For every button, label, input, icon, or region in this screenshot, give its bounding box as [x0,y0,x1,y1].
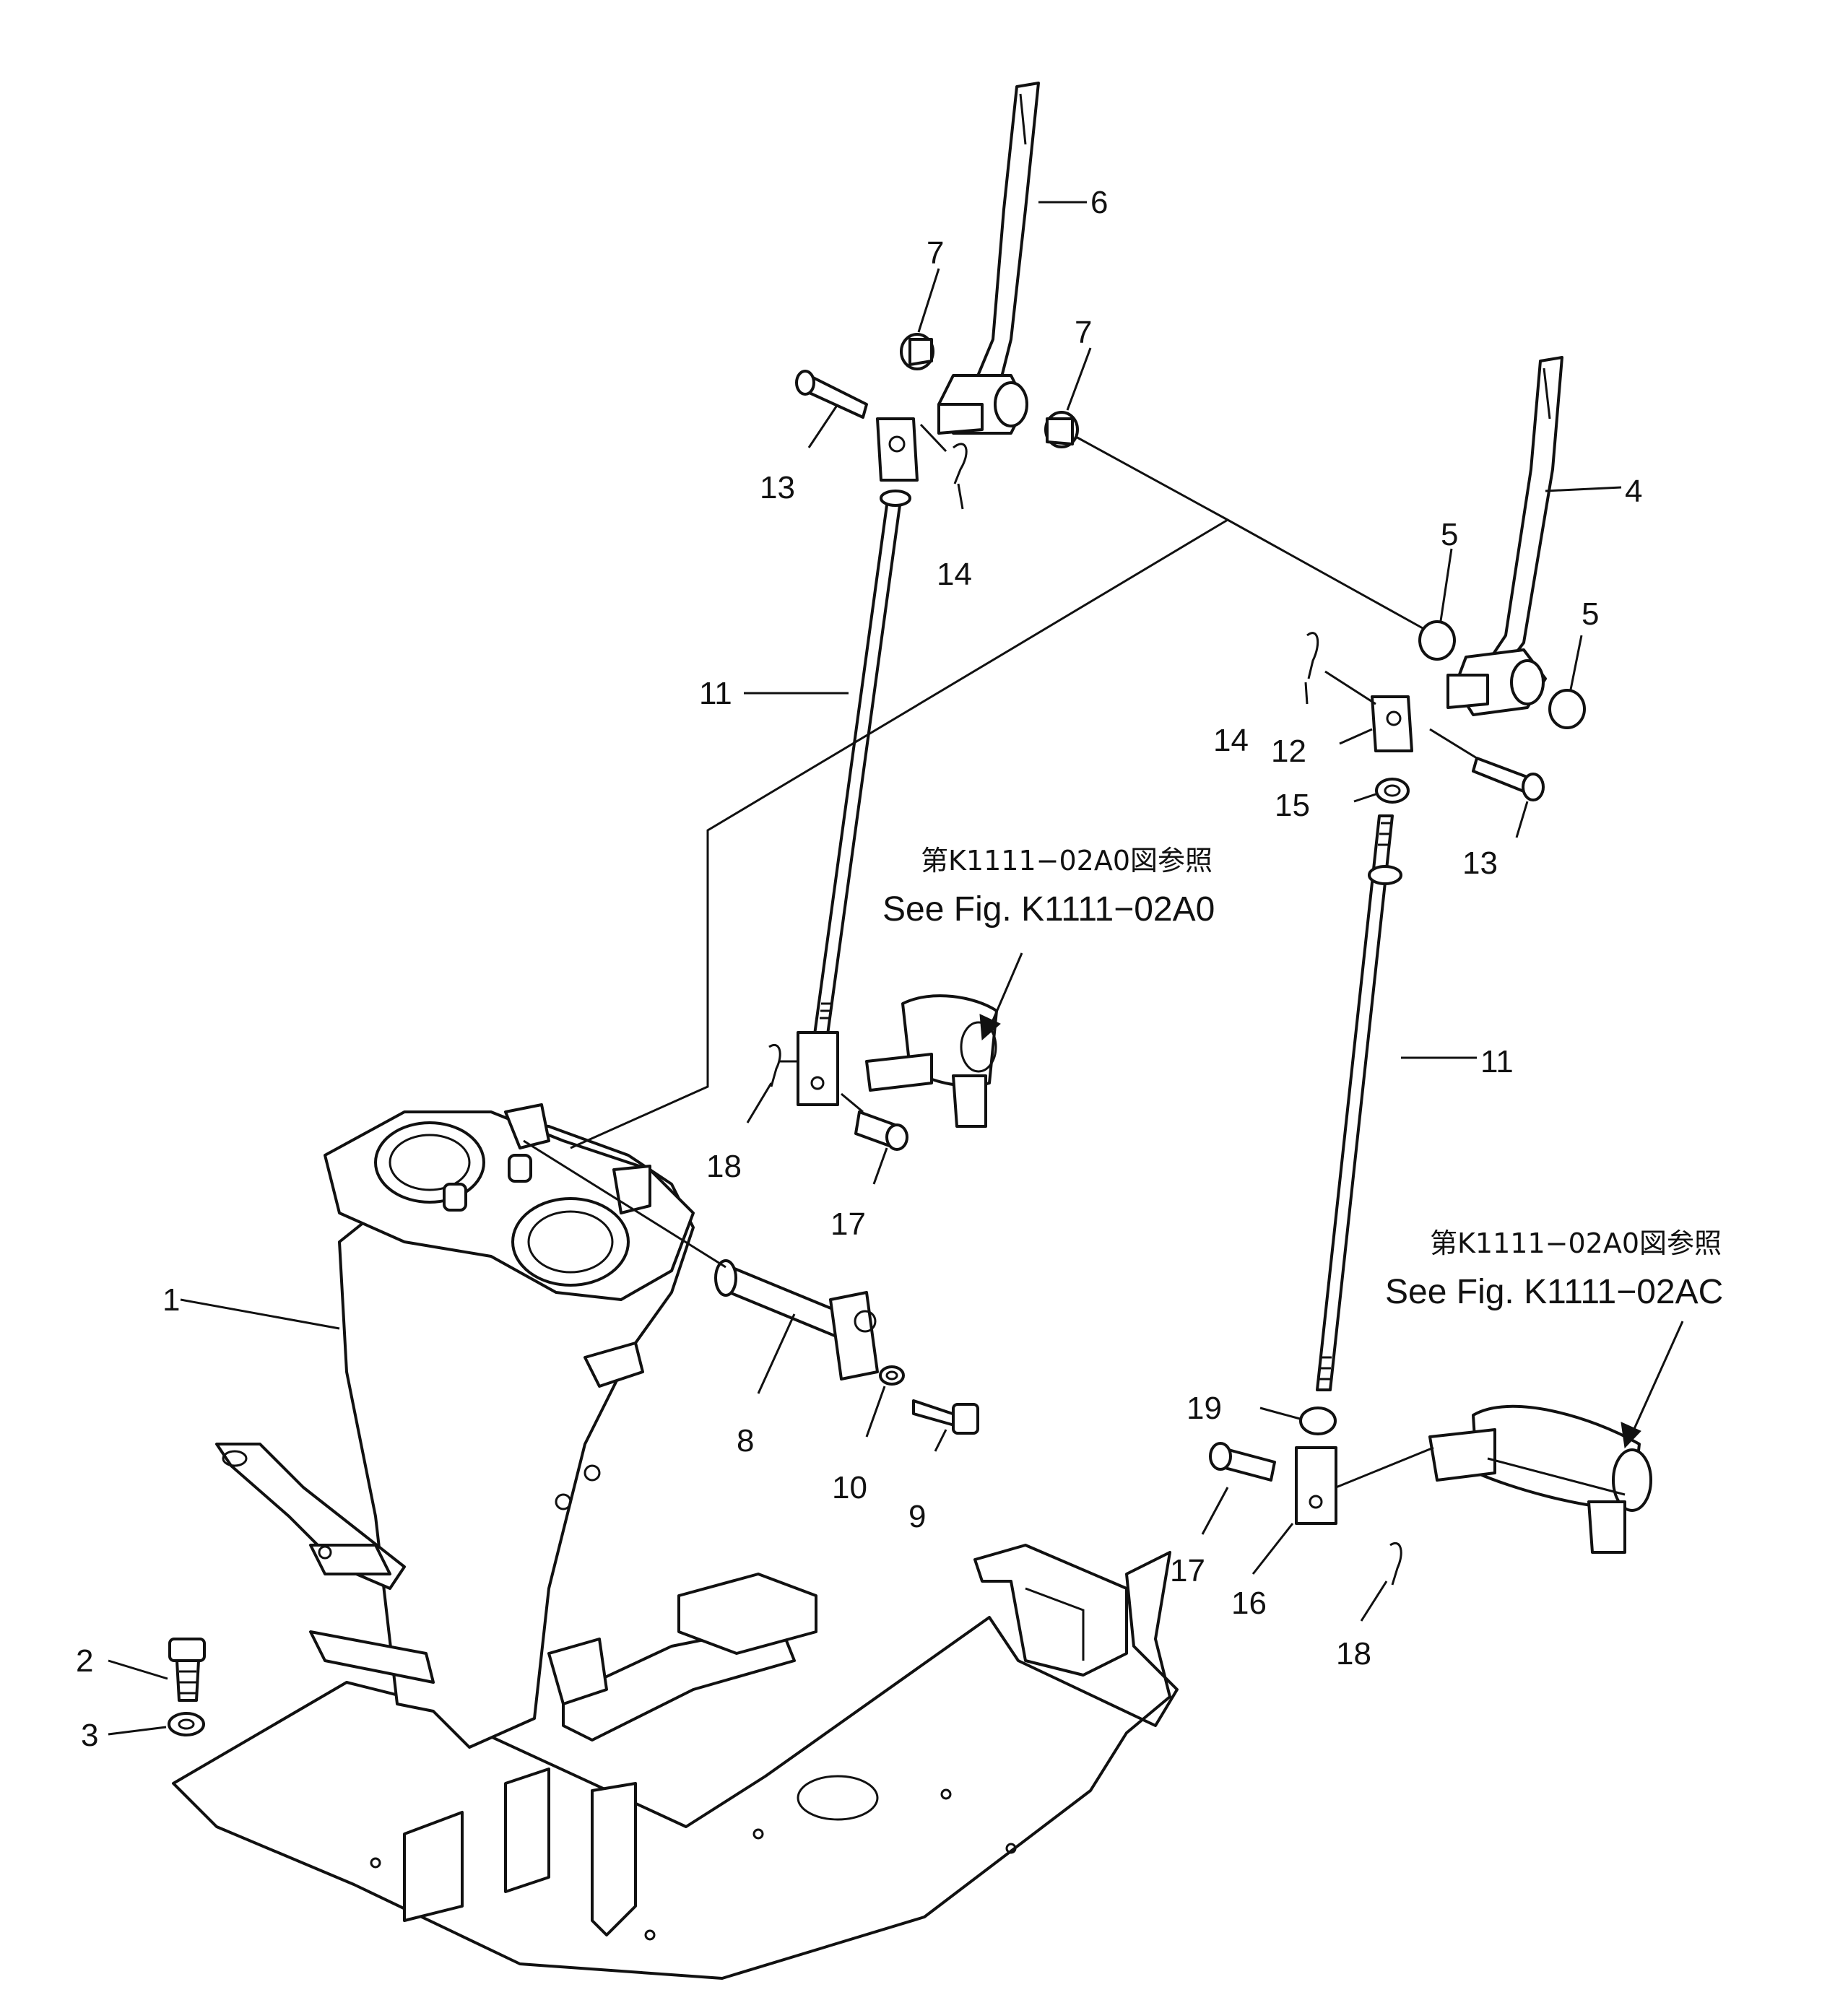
callout-13a: 13 [760,470,795,505]
callout-17a: 17 [830,1206,866,1242]
callout-2: 2 [76,1643,93,1679]
callout-16: 16 [1231,1586,1267,1621]
callout-15: 15 [1275,788,1310,823]
callout-19: 19 [1187,1391,1222,1426]
callout-5b: 5 [1582,596,1599,632]
reference-2-ja: 第K1111−02A0図参照 [1430,1227,1722,1259]
callout-11a: 11 [699,676,732,711]
pin-13a [795,370,868,419]
bushing-5b [1548,689,1586,729]
callout-7b: 7 [1075,315,1092,350]
callout-numbers: 6 7 7 13 14 11 4 5 5 14 12 15 13 11 18 1… [76,185,1642,1753]
callout-4: 4 [1625,474,1642,509]
reference-1-ja: 第K1111−02A0図参照 [921,845,1213,877]
lever-6 [937,82,1040,435]
callout-7a: 7 [927,235,944,271]
callout-9: 9 [908,1499,926,1534]
callout-8: 8 [737,1423,754,1458]
cotter-18b [1389,1542,1402,1586]
lever-4 [1446,356,1563,716]
nut-15 [1375,778,1410,804]
reference-notes: 第K1111−02A0図参照 See Fig. K1111−02A0 第K111… [882,845,1723,1311]
ref-arrow-2 [1621,1321,1684,1449]
rod-11a [812,490,911,1041]
bushing-5a [1418,620,1456,661]
base-plate [172,1544,1179,1980]
callout-3: 3 [81,1718,98,1753]
assembly-lines [523,423,1626,1496]
callout-5a: 5 [1441,517,1458,552]
pivot-shaft [714,1259,879,1381]
callout-18a: 18 [706,1149,742,1184]
callout-14b: 14 [1213,723,1249,758]
cotter-14a [953,443,968,484]
reference-2-en: See Fig. K1111−02AC [1385,1273,1723,1311]
pin-17a [854,1110,908,1151]
clevis-16b [1295,1446,1337,1525]
control-stand [215,1103,695,1749]
callout-1: 1 [162,1282,180,1318]
callout-12: 12 [1271,734,1306,769]
bolt-9 [912,1399,979,1435]
nut-19 [1299,1406,1337,1435]
bushing-7b [1044,411,1079,448]
callout-14a: 14 [937,557,972,592]
ref-arrow-1 [979,952,1023,1041]
cotter-14b [1306,632,1319,679]
clevis-16a [797,1031,839,1106]
callout-18b: 18 [1336,1636,1371,1671]
bolt-2 [168,1638,206,1702]
callout-6: 6 [1090,185,1108,220]
reference-1-en: See Fig. K1111−02A0 [882,890,1215,929]
pin-17b [1209,1442,1276,1482]
ref-bracket-2 [1428,1404,1652,1554]
cotter-18a [768,1044,781,1087]
clevis-12b [1371,695,1413,752]
callout-10: 10 [832,1470,867,1505]
rod-11b [1316,814,1402,1391]
callout-11b: 11 [1480,1044,1514,1079]
clevis-12a [876,417,919,482]
callout-13b: 13 [1462,845,1498,881]
washer-3 [168,1712,205,1736]
callout-17b: 17 [1170,1553,1205,1588]
ref-bracket-1 [865,994,998,1128]
washer-10 [879,1365,905,1386]
pin-13b [1472,757,1545,801]
bushing-7a [900,333,934,370]
callout-leaders [108,201,1622,1736]
